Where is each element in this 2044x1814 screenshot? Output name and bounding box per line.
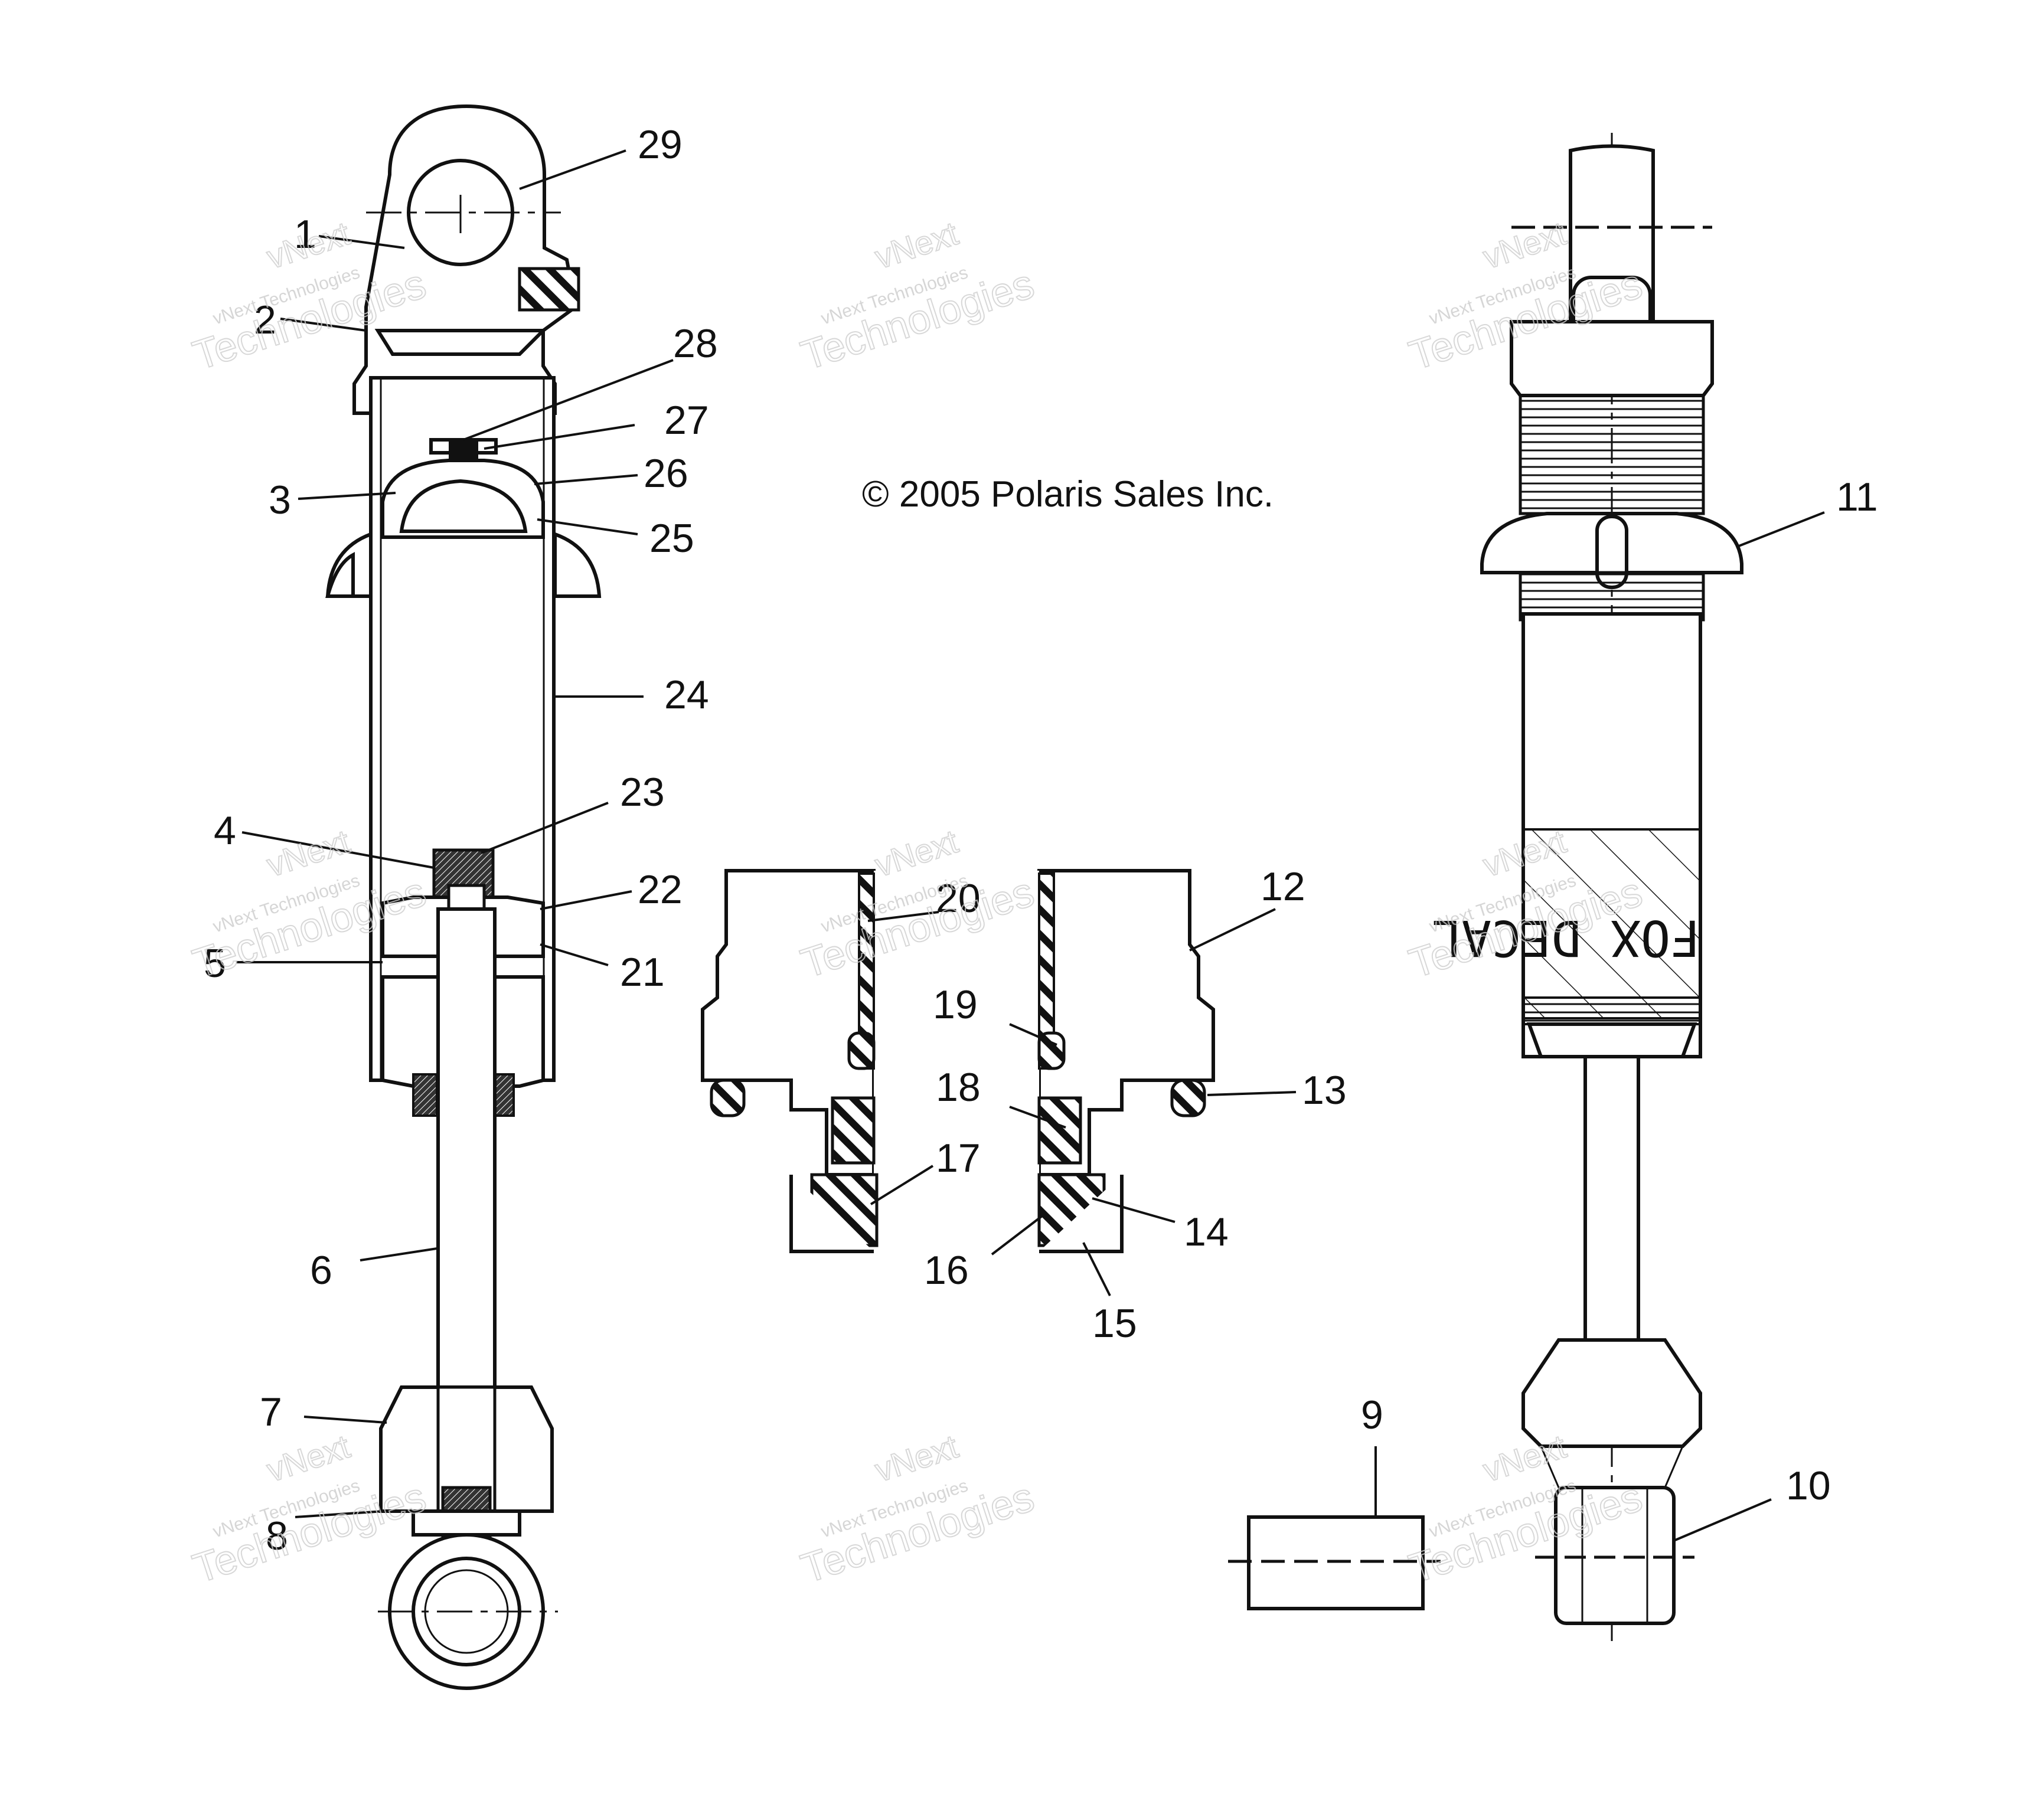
callout-4: 4: [214, 808, 236, 853]
ucup-right: [1037, 1096, 1082, 1165]
watermark-tile: vNext vNext Technologies Technologies: [795, 1427, 1040, 1593]
callout-3: 3: [269, 478, 291, 522]
callout-17: 17: [936, 1136, 981, 1181]
callout-24: 24: [664, 672, 709, 717]
callout-26: 26: [644, 451, 688, 496]
callout-1: 1: [294, 212, 316, 257]
bottom-eye-side: [1554, 1486, 1676, 1625]
callout-20: 20: [936, 876, 981, 921]
oring-13-right: [1170, 1078, 1206, 1117]
callout-14: 14: [1184, 1210, 1229, 1254]
callout-29: 29: [638, 122, 683, 167]
callout-21: 21: [620, 950, 665, 995]
svg-text:vNext: vNext: [262, 1427, 354, 1489]
copyright-notice: © 2005 Polaris Sales Inc.: [862, 474, 1274, 515]
callout-9: 9: [1361, 1393, 1383, 1437]
leader-lines: [236, 149, 1825, 1542]
fox-decal-text: FOX DECAL: [1432, 909, 1700, 967]
callout-2: 2: [254, 298, 276, 342]
decal-text-group: FOX DECAL: [1432, 909, 1700, 967]
callout-27: 27: [664, 398, 709, 443]
oring-13-left: [710, 1078, 746, 1117]
svg-text:vNext: vNext: [870, 1427, 962, 1489]
callout-22: 22: [638, 867, 683, 912]
callout-28: 28: [673, 321, 718, 366]
callout-16: 16: [924, 1248, 969, 1293]
callout-5: 5: [204, 941, 226, 986]
threaded-body: [1519, 394, 1705, 515]
callout-18: 18: [936, 1065, 981, 1110]
callout-11: 11: [1836, 475, 1878, 519]
svg-text:vNext: vNext: [1478, 1427, 1570, 1489]
exterior-shaft: [1583, 1055, 1640, 1342]
oring-19-right: [1037, 1031, 1066, 1070]
callout-23: 23: [620, 770, 665, 815]
exterior-shock: FOX DECAL: [1432, 133, 1743, 1641]
callout-6: 6: [310, 1248, 332, 1293]
callout-12: 12: [1261, 864, 1305, 909]
ucup-left: [831, 1096, 876, 1165]
svg-text:vNext: vNext: [1478, 214, 1570, 276]
svg-text:vNext: vNext: [870, 214, 962, 276]
callout-13: 13: [1302, 1068, 1347, 1113]
seal-head-detail: [701, 869, 1215, 1253]
svg-text:vNext: vNext: [262, 822, 354, 884]
callout-8: 8: [266, 1514, 288, 1558]
callout-25: 25: [649, 516, 694, 561]
callout-10: 10: [1786, 1463, 1831, 1508]
spacer-sleeve: [1228, 1515, 1441, 1610]
callout-19: 19: [933, 982, 978, 1027]
callout-numbers: 1 2 3 4 5 6 7 8 9 10 11 12 13 14 15 16 1…: [204, 122, 1878, 1558]
watermark-tile: vNext vNext Technologies Technologies: [795, 214, 1040, 380]
side-screw: [518, 267, 580, 312]
oring-19-left: [847, 1031, 876, 1070]
callout-15: 15: [1092, 1301, 1137, 1346]
sectioned-shock: [325, 104, 602, 1690]
callout-7: 7: [260, 1390, 282, 1434]
